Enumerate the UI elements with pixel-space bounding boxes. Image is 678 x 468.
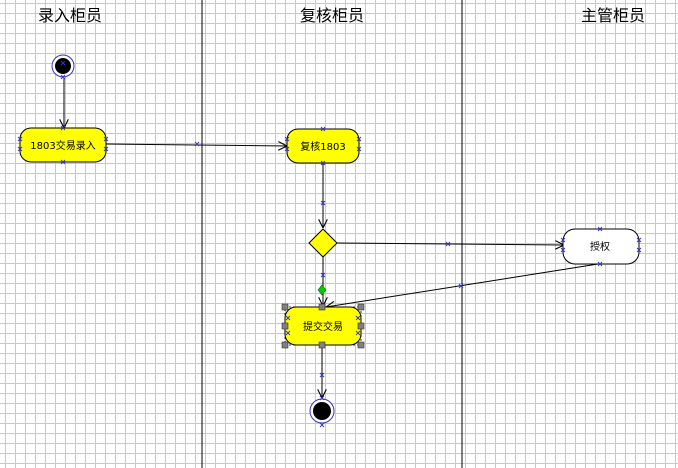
connection-markers [17, 60, 642, 428]
activity-entry[interactable]: 1803交易录入 [19, 127, 107, 163]
selection-handles[interactable] [281, 303, 365, 349]
lane-title-review-teller: 复核柜员 [299, 6, 364, 25]
activity-review[interactable]: 复核1803 [286, 128, 360, 164]
lane-title-entry-teller: 录入柜员 [37, 6, 102, 25]
start-node[interactable] [51, 54, 75, 78]
activity-authorize[interactable]: 授权 [562, 228, 640, 265]
activity-entry-label: 1803交易录入 [30, 139, 95, 152]
lane-title-supervisor-teller: 主管柜员 [580, 6, 645, 25]
activity-review-label: 复核1803 [300, 140, 345, 153]
end-node[interactable] [309, 398, 335, 424]
activity-submit-label: 提交交易 [303, 320, 343, 333]
flow-decision-to-authorize[interactable] [335, 243, 564, 245]
connection-point[interactable] [317, 284, 327, 296]
decision-node[interactable] [308, 228, 338, 258]
activity-authorize-label: 授权 [590, 240, 610, 253]
activity-submit[interactable]: 提交交易 [284, 306, 362, 346]
